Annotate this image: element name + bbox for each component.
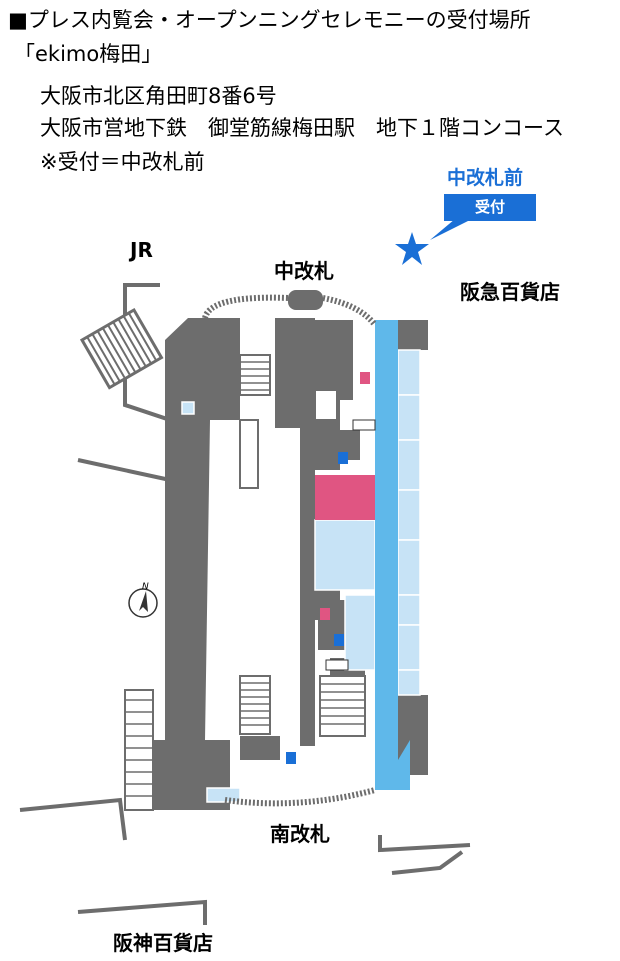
callout-pointer	[430, 219, 472, 240]
highlight-shop	[315, 475, 375, 520]
label-center-gate: 中改札	[274, 259, 334, 283]
label-jr: JR	[130, 238, 153, 262]
stairs	[124, 354, 366, 811]
ticket-gates	[202, 294, 378, 807]
page-title: ■プレス内覧会・オープンニングセレモニーの受付場所	[8, 8, 531, 32]
concourse-corridor	[375, 320, 410, 790]
reception-star-icon	[395, 232, 429, 265]
venue-name: 「ekimo梅田」	[14, 42, 163, 66]
jr-stairs	[79, 307, 164, 390]
compass-icon	[128, 588, 158, 618]
outline-lines	[19, 283, 471, 925]
facility-icons	[286, 372, 376, 764]
reception-note: ※受付＝中改札前	[40, 150, 205, 174]
station-location: 大阪市営地下鉄 御堂筋線梅田駅 地下１階コンコース	[40, 116, 564, 140]
reception-label: 中改札前	[447, 167, 524, 189]
label-south-gate: 南改札	[270, 822, 330, 846]
compass-letter: N	[142, 582, 149, 592]
label-hanshin: 阪神百貨店	[113, 931, 213, 955]
label-hankyu: 阪急百貨店	[460, 280, 560, 304]
venue-address: 大阪市北区角田町8番6号	[40, 84, 277, 108]
reception-tag: 受付	[444, 194, 536, 221]
